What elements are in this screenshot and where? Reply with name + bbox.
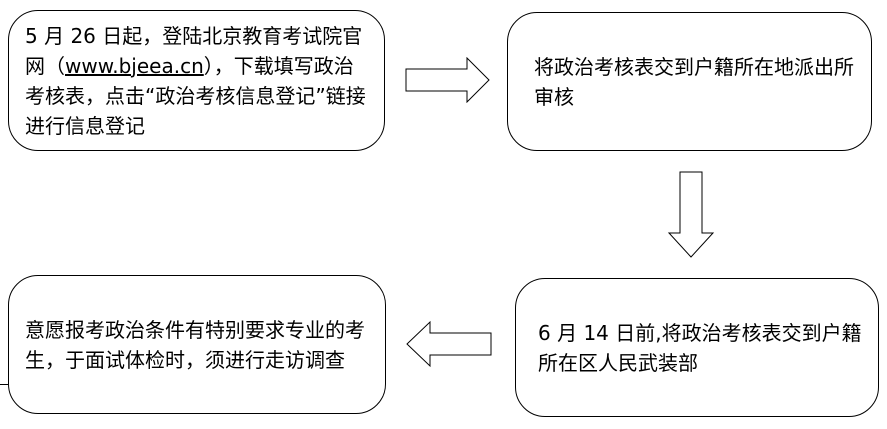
step-2-text: 将政治考核表交到户籍所在地派出所审核 [534,54,854,109]
step-box-3: 6 月 14 日前,将政治考核表交到户籍所在区人民武装部 [515,278,879,417]
step-3-text: 6 月 14 日前,将政治考核表交到户籍所在区人民武装部 [538,320,862,375]
step-4-text: 意愿报考政治条件有特别要求专业的考生，于面试体检时，须进行走访调查 [25,317,365,372]
right-arrow-icon [405,57,490,103]
step-box-2: 将政治考核表交到户籍所在地派出所审核 [507,12,872,151]
down-arrow-icon [667,171,715,258]
left-arrow-icon [406,320,492,368]
step-1-text: 5 月 26 日起，登陆北京教育考试院官网（www.bjeea.cn），下载填写… [25,21,370,141]
step-1-text-before-link: 5 月 26 日起，登陆北京教育考试院官网（ [25,23,363,78]
edge-line [0,384,8,385]
step-box-4: 意愿报考政治条件有特别要求专业的考生，于面试体检时，须进行走访调查 [8,275,386,414]
website-link[interactable]: www.bjeea.cn [65,53,204,78]
step-1-text-after-link: ），下载填写政治考核表，点击“政治考核信息登记”链接进行信息登记 [25,53,366,138]
step-box-1: 5 月 26 日起，登陆北京教育考试院官网（www.bjeea.cn），下载填写… [8,10,385,151]
